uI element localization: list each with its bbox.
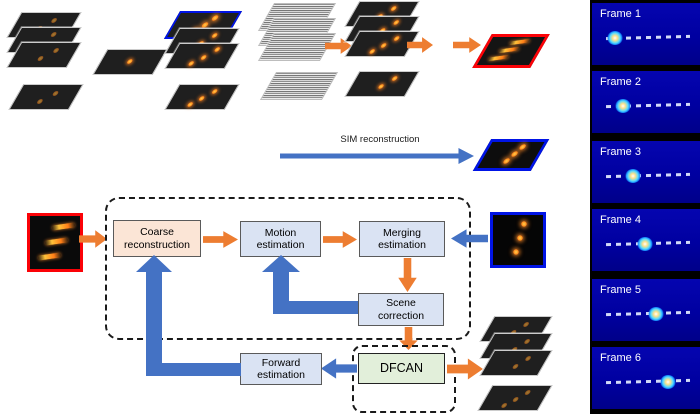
particle-spot [606, 30, 623, 45]
emitter-dot [517, 144, 528, 150]
emitter-dot [210, 89, 219, 94]
arrow-input-icon [79, 230, 107, 248]
emitter-dot [187, 61, 196, 66]
frame-panel: Frame 4 [592, 209, 700, 271]
feedback-forward-shaft [146, 271, 162, 376]
emitter-dot [513, 249, 519, 255]
feedback-forward-bar [154, 363, 241, 376]
frame-label: Frame 1 [600, 8, 641, 20]
emitter-streak [498, 46, 521, 54]
frame-panel: Frame 3 [592, 141, 700, 203]
raw-frame-tile [6, 42, 82, 68]
emitter-dot [501, 158, 512, 164]
emitter-streak [37, 252, 62, 261]
frame-panel: Frame 1 [592, 3, 700, 65]
emitter-dot [36, 56, 45, 61]
reference-sr-tile-blue [472, 139, 550, 171]
arrow-step-2-icon [453, 37, 481, 53]
emitter-dot [377, 84, 385, 89]
particle-spot [659, 374, 676, 389]
emitter-dot [390, 76, 399, 81]
sim-reconstruction-label: SIM reconstruction [340, 134, 420, 145]
emitter-dot [522, 322, 531, 327]
noise-tile [259, 72, 339, 100]
forward-estimation-box: Forward estimation [240, 353, 322, 385]
emitter-dot [511, 397, 520, 402]
particle-spot [636, 236, 653, 251]
dfcan-box: DFCAN [358, 353, 445, 384]
pipeline-dashed-box [105, 197, 471, 340]
scene-correction-box: Scene correction [358, 293, 444, 326]
emitter-dot [500, 403, 509, 408]
emitter-dot [379, 43, 388, 48]
particle-spot [615, 98, 632, 113]
trajectory-trail [606, 173, 691, 179]
emitter-dot [213, 47, 222, 52]
emitter-dot [125, 59, 134, 64]
merging-estimation-box: Merging estimation [359, 221, 445, 257]
raw-frame-tile [164, 43, 240, 69]
input-frame-red [27, 213, 83, 272]
frame-label: Frame 4 [600, 214, 641, 226]
emitter-dot [186, 102, 195, 107]
emitter-dot [521, 221, 527, 227]
coarse-reconstruction-box: Coarse reconstruction [113, 220, 201, 257]
frame-panel: Frame 5 [592, 279, 700, 341]
emitter-streak [487, 54, 510, 62]
trajectory-trail [606, 379, 691, 385]
frame-label: Frame 2 [600, 76, 641, 88]
emitter-dot [210, 33, 219, 38]
emitter-dot [511, 364, 520, 369]
raw-frame-tile [344, 71, 420, 97]
feedback-scene-shaft [273, 271, 289, 314]
emitter-dot [389, 6, 398, 11]
emitter-dot [523, 390, 532, 395]
emitter-streak [51, 222, 76, 231]
emitter-dot [517, 235, 523, 241]
frame-label: Frame 3 [600, 146, 641, 158]
emitter-dot [392, 36, 401, 41]
emitter-dot [368, 49, 377, 54]
single-frame-tile [92, 49, 168, 75]
particle-spot [625, 168, 642, 183]
emitter-dot [50, 18, 59, 23]
emitter-dot [210, 15, 220, 21]
emitter-streak [44, 237, 69, 246]
emitter-dot [199, 55, 208, 60]
emitter-dot [52, 48, 61, 53]
emitter-dot [523, 339, 532, 344]
dfcan-dashed-box [352, 345, 456, 413]
raw-frame-tile [164, 84, 240, 110]
frame-panel: Frame 6 [592, 347, 700, 409]
emitter-dot [392, 20, 401, 25]
emitter-dot [35, 99, 44, 104]
emitter-dot [509, 151, 520, 157]
input-frame-blue [490, 212, 546, 268]
frame-label: Frame 5 [600, 284, 641, 296]
output-frame-tile [477, 385, 553, 411]
particle-spot [647, 306, 664, 321]
frame-label: Frame 6 [600, 352, 641, 364]
feedback-scene-bar [281, 301, 358, 314]
emitter-dot [49, 32, 58, 37]
sim-reconstruction-arrow-icon [280, 148, 474, 164]
motion-estimation-box: Motion estimation [240, 221, 321, 257]
frame-panel: Frame 2 [592, 71, 700, 133]
emitter-streak [508, 38, 531, 46]
emitter-dot [524, 356, 533, 361]
emitter-dot [51, 91, 60, 96]
sr-result-tile-red [472, 34, 550, 68]
emitter-dot [197, 96, 206, 101]
raw-frame-tile [8, 84, 84, 110]
frame-gallery: Frame 1 Frame 2 Frame 3 Frame 4 Frame 5 … [590, 0, 700, 414]
